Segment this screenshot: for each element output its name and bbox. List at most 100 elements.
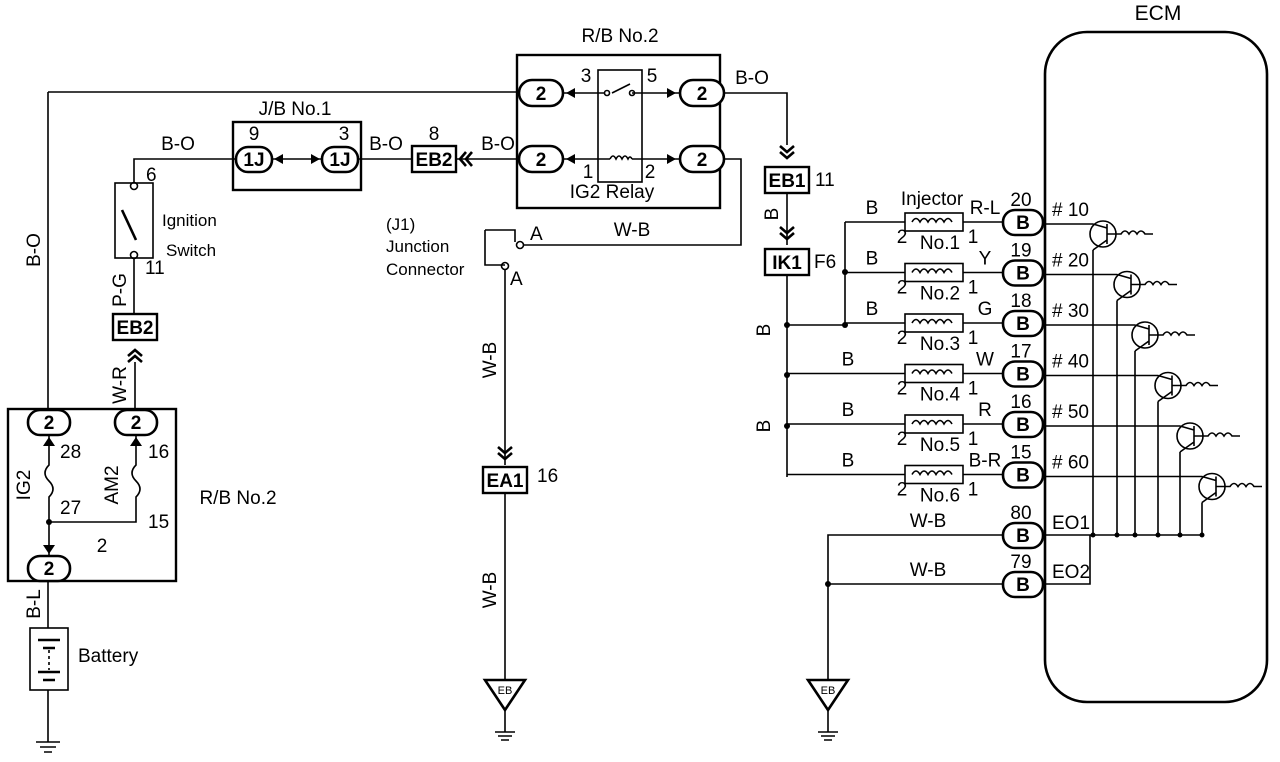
rb-bottom-conn-1: 2 xyxy=(44,413,55,434)
ecm-injector-label: # 50 xyxy=(1052,402,1089,423)
injector-pin-l: 2 xyxy=(897,379,908,400)
injector-pin-l: 2 xyxy=(897,328,908,349)
injector-pin-r: 1 xyxy=(968,379,979,400)
ecm-pin-number: 16 xyxy=(1010,392,1031,413)
rb-pin-28: 28 xyxy=(60,442,81,463)
ecm-ground-wire-label: W-B xyxy=(910,560,947,581)
ecm-module: ECM xyxy=(1043,2,1269,704)
injector-body xyxy=(904,262,964,283)
injector-coil-icon xyxy=(911,318,953,325)
injector-wire-out-label: B-R xyxy=(969,451,1002,472)
ecm-pin-number: 17 xyxy=(1010,342,1031,363)
wire-bo-left: B-O xyxy=(24,233,45,267)
ecm-connector-label: B xyxy=(1016,314,1030,335)
connector-ik1: IK1 F6 xyxy=(763,226,836,277)
jc-id: (J1) xyxy=(386,215,415,234)
ecm-connector-label: B xyxy=(1016,213,1030,234)
transistor-symbol xyxy=(1157,374,1218,403)
ecm-ground-label: EO1 xyxy=(1052,513,1090,534)
wire-wb-v2: W-B xyxy=(480,572,501,609)
ea1-label: EA1 xyxy=(487,471,524,492)
relay-pin-1: 1 xyxy=(583,162,594,183)
injector-pin-r: 1 xyxy=(968,429,979,450)
ecm-pin-number: 15 xyxy=(1010,443,1031,464)
junction-block: J/B No.1 1J 1J 9 3 xyxy=(231,99,363,192)
connector-eb2-top: EB2 8 xyxy=(410,124,473,174)
injector-coil-icon xyxy=(911,268,953,275)
eb2-left-label: EB2 xyxy=(117,318,154,339)
connector-eb1: EB1 11 xyxy=(763,145,835,195)
injector-header: Injector xyxy=(901,189,964,210)
injector-name: No.3 xyxy=(920,334,960,355)
injector-body xyxy=(904,313,964,333)
ecm-ground-label: EO2 xyxy=(1052,562,1090,583)
ign-pin-11: 11 xyxy=(145,258,165,279)
injector-name: No.1 xyxy=(920,233,960,254)
ecm-pin-number: 19 xyxy=(1010,241,1031,262)
ground-ea-icon: EB xyxy=(482,678,528,741)
transistor-symbol xyxy=(1201,475,1262,504)
ecm-ground-conn-label: B xyxy=(1016,575,1030,596)
wire-bo-out: B-O xyxy=(735,68,769,89)
injector-pin-r: 1 xyxy=(968,480,979,501)
wire-pg: P-G xyxy=(110,273,131,307)
jb-conn-right: 1J xyxy=(329,150,350,171)
injector-wire-in-label: B xyxy=(866,249,879,270)
ign-label-1: Ignition xyxy=(162,211,217,230)
eb1-pin: 11 xyxy=(815,170,835,191)
wire-b-eb1: B xyxy=(762,208,783,221)
injector-wire-in-label: B xyxy=(842,400,855,421)
ecm-connector xyxy=(1001,309,1045,338)
injector-body xyxy=(904,212,964,232)
wire-b-bus1: B xyxy=(754,324,775,337)
injector-name: No.6 xyxy=(920,486,960,507)
ground-eb-label: EB xyxy=(821,685,836,697)
ecm-ground-pin: 79 xyxy=(1010,552,1031,573)
ecm-title: ECM xyxy=(1135,2,1182,25)
ecm-injector-label: # 40 xyxy=(1052,352,1089,373)
relay-label: IG2 Relay xyxy=(570,182,655,203)
injector-pin-l: 2 xyxy=(897,480,908,501)
connector-ea1: EA1 16 xyxy=(481,446,558,495)
injector-pin-l: 2 xyxy=(897,278,908,299)
injector-name: No.2 xyxy=(920,284,960,305)
relay-block-bottom: R/B No.2 2 2 2 28 27 16 15 2 IG2 AM2 xyxy=(6,407,277,583)
jc-pin-a1: A xyxy=(530,224,543,245)
junction-connector: (J1) Junction Connector A A xyxy=(386,215,543,290)
injector-body xyxy=(904,464,964,485)
injector-coil-icon xyxy=(911,369,953,376)
injector-wire-in-label: B xyxy=(866,299,879,320)
eb2-top-label: EB2 xyxy=(416,150,453,171)
ecm-connector-label: B xyxy=(1016,466,1030,487)
injector-body xyxy=(904,414,964,434)
injector-pin-l: 2 xyxy=(897,227,908,248)
battery-ground-icon xyxy=(36,690,60,753)
rb-pin-27: 27 xyxy=(60,498,81,519)
ecm-connector xyxy=(1001,410,1045,439)
eb1-label: EB1 xyxy=(769,171,806,192)
injector-wire-in-label: B xyxy=(866,198,879,219)
relay-pin-3: 3 xyxy=(581,66,592,87)
eb2-top-pin: 8 xyxy=(429,124,440,145)
wire-b-bus2: B xyxy=(754,420,775,433)
ecm-ground-wire-label: W-B xyxy=(910,511,947,532)
ground-eb-icon: EB xyxy=(805,678,851,741)
wire-bl: B-L xyxy=(24,589,45,619)
jc-label-1: Junction xyxy=(386,237,449,256)
rb-pin-15: 15 xyxy=(148,512,169,533)
ea1-pin: 16 xyxy=(537,466,558,487)
wire-bo-relay: B-O xyxy=(481,134,515,155)
jb-pin-3: 3 xyxy=(339,124,350,145)
rb-pin-16: 16 xyxy=(148,442,169,463)
ecm-injector-label: # 60 xyxy=(1052,453,1089,474)
ecm-injector-label: # 20 xyxy=(1052,251,1089,272)
injector-pin-r: 1 xyxy=(968,278,979,299)
jc-pin-a2: A xyxy=(510,269,523,290)
ecm-connector xyxy=(1001,208,1045,237)
transistor-symbol xyxy=(1134,324,1195,352)
injector-wire-out-label: R xyxy=(978,400,992,421)
injector-wire-out-label: R-L xyxy=(970,198,1001,219)
